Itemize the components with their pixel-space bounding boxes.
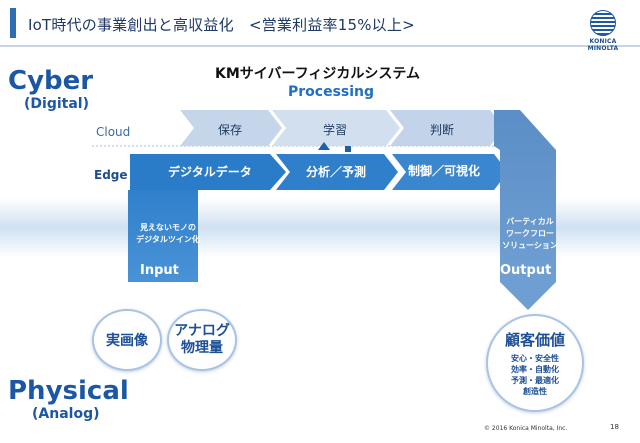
analog-quantity-circle: アナログ 物理量 [167, 309, 237, 371]
customer-value-circle: 顧客価値 安心・安全性 効率・自動化 予測・最適化 創造性 [486, 314, 584, 412]
analog-label: (Analog) [32, 406, 100, 422]
cyber-label: Cyber [8, 66, 94, 96]
cloud-label: Cloud [96, 125, 131, 139]
processing-label: Processing [288, 84, 375, 100]
edge-step-control: 制御／可視化 [408, 164, 481, 178]
output-arrow-head [500, 282, 556, 310]
customer-value-list: 安心・安全性 効率・自動化 予測・最適化 創造性 [511, 354, 559, 396]
input-label: Input [140, 263, 179, 278]
cloud-step-1-shape [180, 110, 282, 146]
input-column [128, 190, 198, 282]
system-title: KMサイバーフィジカルシステム [215, 66, 420, 82]
copyright: © 2016 Konica Minolta, Inc. [484, 425, 568, 432]
physical-label: Physical [8, 376, 129, 406]
logo-text: KONICA MINOLTA [587, 38, 619, 52]
page-title: IoT時代の事業創出と高収益化 <営業利益率15%以上> [28, 16, 415, 34]
output-description: バーティカル ワークフロー ソリューション [502, 217, 558, 250]
cloud-step-storage: 保存 [218, 123, 243, 137]
edge-step-1-shape [130, 154, 286, 190]
cloud-step-judgment: 判断 [430, 123, 455, 137]
edge-step-2-shape [276, 154, 398, 190]
link-arrow-down [345, 146, 351, 152]
output-label: Output [500, 263, 552, 278]
cloud-step-3-shape [390, 110, 504, 146]
edge-step-analysis: 分析／予測 [306, 165, 367, 179]
edge-step-3-shape [392, 154, 508, 190]
title-accent-bar [10, 8, 16, 38]
edge-label: Edge [94, 168, 128, 182]
real-image-circle: 実画像 [92, 309, 162, 371]
cloud-step-2-shape [272, 110, 400, 146]
output-column [494, 110, 556, 282]
logo-globe-icon [590, 10, 616, 36]
edge-step-digital-data: デジタルデータ [168, 165, 252, 179]
company-logo: KONICA MINOLTA [576, 10, 630, 52]
analog-quantity-label: アナログ 物理量 [174, 323, 230, 356]
real-image-label: 実画像 [106, 333, 148, 349]
input-description: 見えないモノの デジタルツイン化 [136, 223, 200, 244]
title-divider [0, 45, 640, 47]
customer-value-title: 顧客価値 [504, 331, 565, 349]
cloud-step-learning: 学習 [323, 123, 348, 137]
digital-label: (Digital) [24, 96, 89, 112]
link-arrow-up [318, 142, 330, 150]
page-number: 18 [610, 423, 619, 431]
